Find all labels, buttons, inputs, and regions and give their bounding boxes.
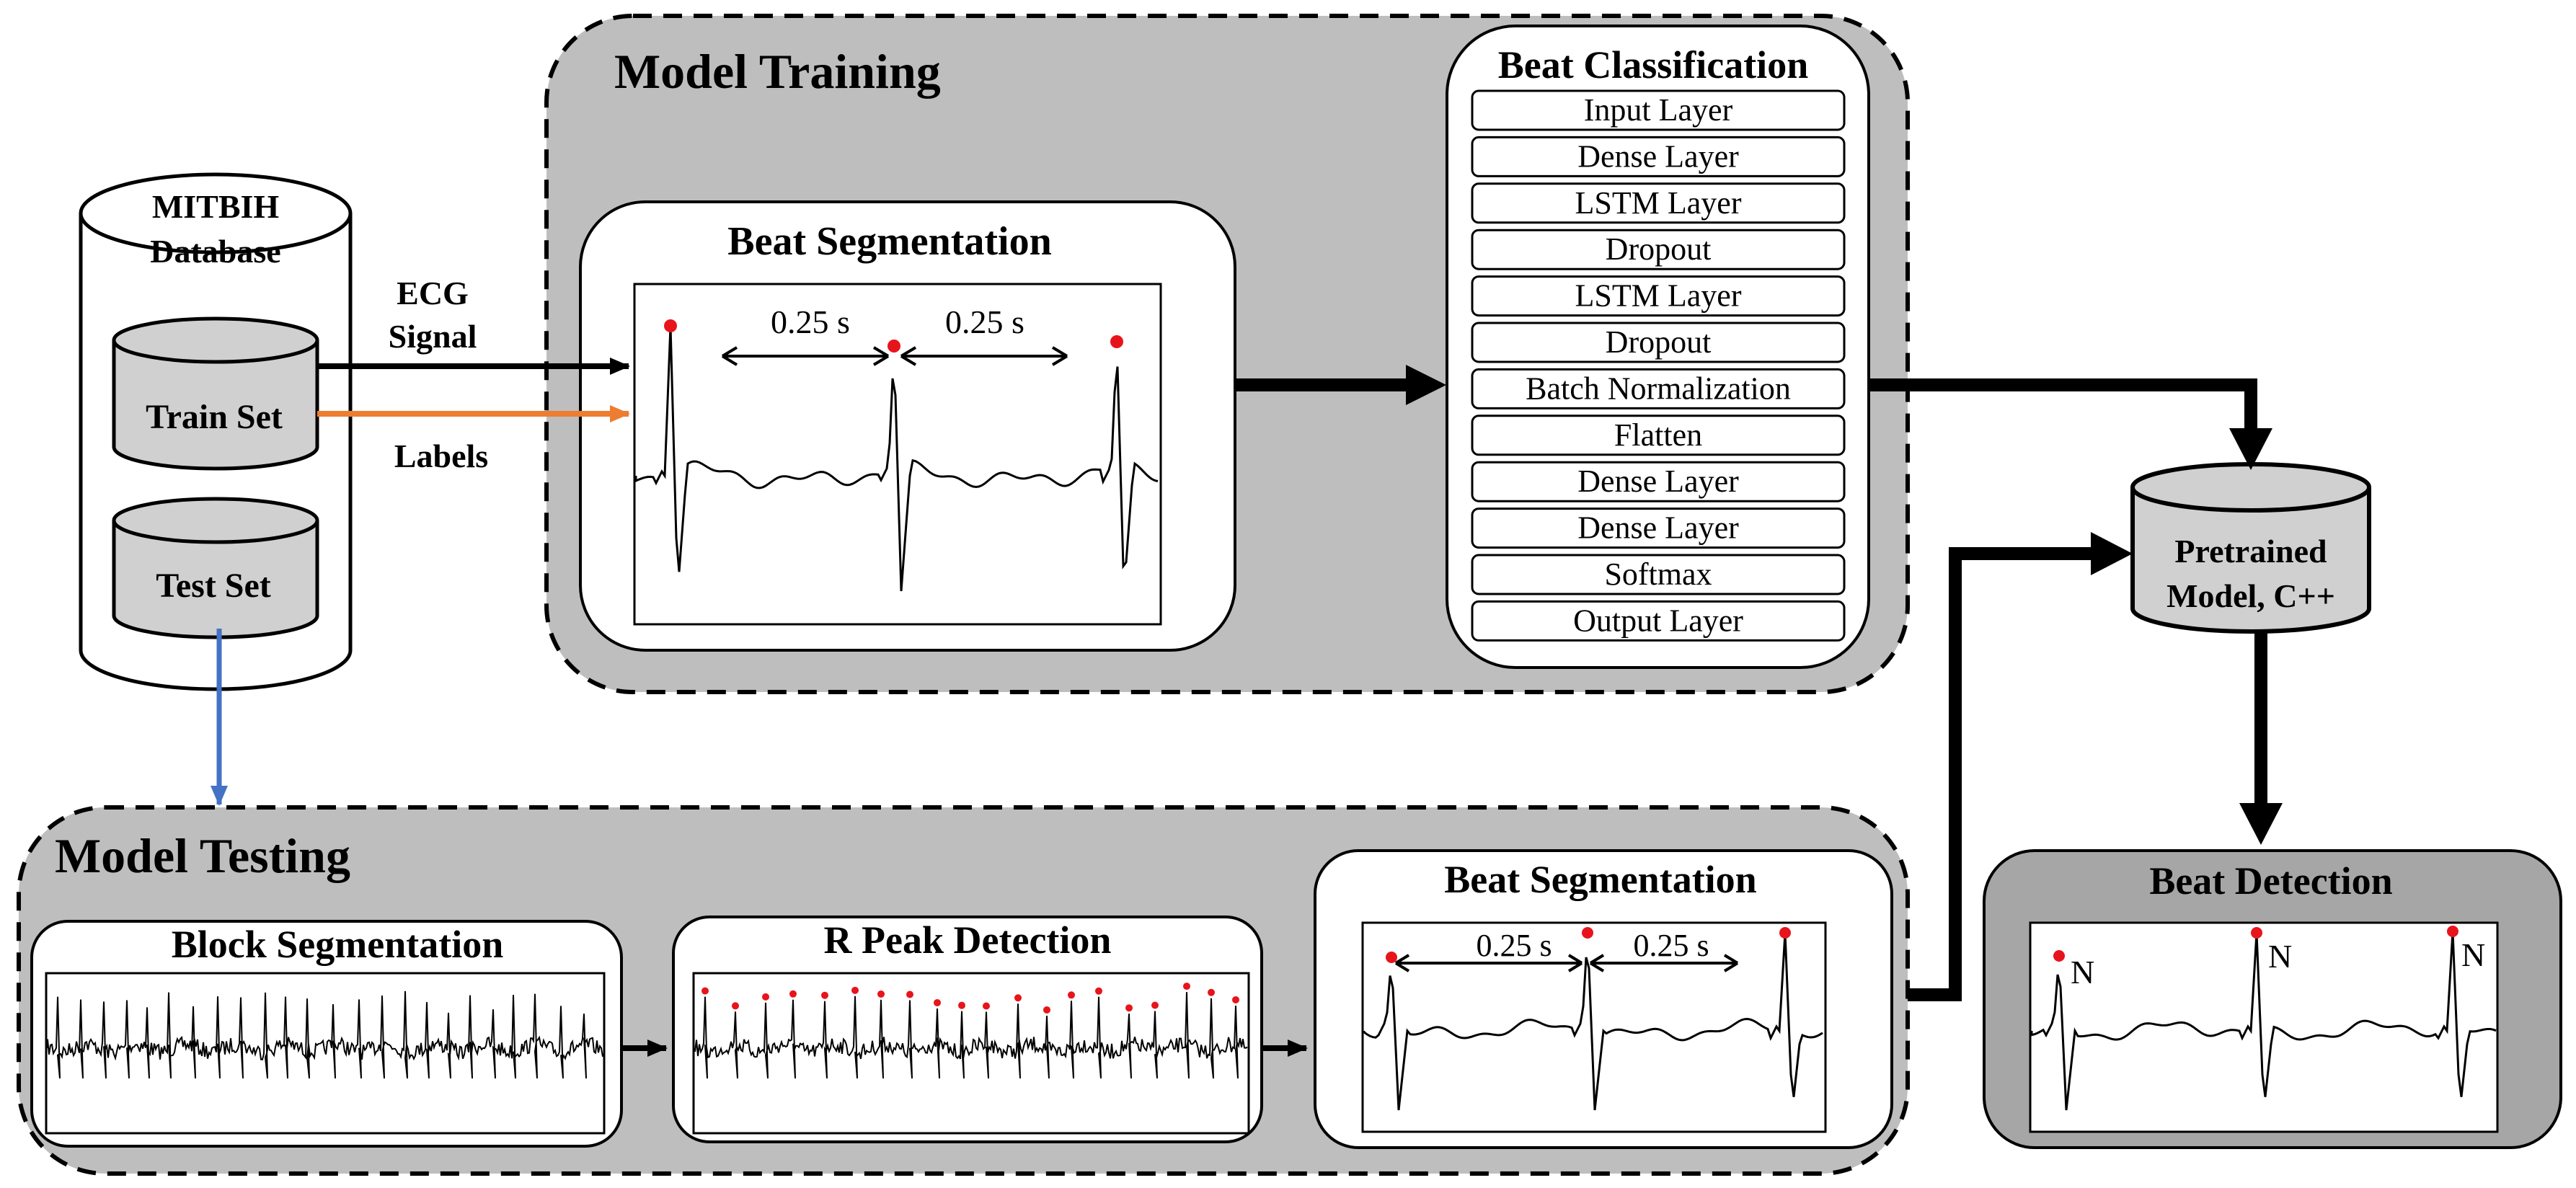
testseg-to-model-arrow [1892,547,2095,1001]
peak-dot [1386,952,1397,963]
layer-box [1471,229,1846,270]
test-beat-seg-title: Beat Segmentation [1444,858,1756,901]
block-seg-waveform [47,990,603,1079]
peak-dot [1151,1001,1159,1009]
peak-dot [877,990,885,998]
layer-label: Softmax [1604,557,1712,592]
peak-dot [1208,988,1215,996]
detection-peak-markers [2053,926,2458,962]
peak-dot [1232,996,1239,1003]
peak-dot [2251,927,2262,939]
block-seg-title: Block Segmentation [172,923,504,966]
labels-label: Labels [394,438,488,474]
database-title-1: MITBIH [152,188,280,225]
ecg-signal-label-1: ECG [397,275,469,311]
train-interval-left-label: 0.25 s [771,303,850,340]
layer-label: Flatten [1614,417,1702,453]
detection-ecg-waveform [2030,931,2497,1111]
train-set-cylinder: Train Set [112,316,319,471]
layer-label: Dropout [1606,231,1712,267]
beat-classification-title: Beat Classification [1498,43,1808,87]
layer-box [1471,461,1846,502]
layer-label: Dense Layer [1577,510,1739,546]
peak-dot [906,990,913,998]
layer-box [1471,600,1846,642]
peak-dot [732,1002,739,1010]
test-interval-left-label: 0.25 s [1476,928,1552,963]
database-title-2: Database [150,233,280,270]
peak-dot [1014,994,1022,1002]
test-set-label: Test Set [156,567,271,605]
peak-dot [1095,987,1102,995]
peak-dot [958,1001,965,1009]
pretrained-label-2: Model, C++ [2166,577,2335,614]
model-training-title: Model Training [614,44,941,99]
peak-dot [1043,1006,1050,1014]
layer-label: Dense Layer [1577,464,1739,499]
peak-dot [1779,927,1791,939]
layer-label: Output Layer [1573,603,1743,638]
layer-label: Dense Layer [1577,138,1739,174]
layer-box [1471,507,1846,549]
peak-dot [701,987,709,995]
rpeak-waveform [694,992,1248,1079]
rpeak-frame [692,972,1250,1135]
peak-dot [934,998,941,1006]
beat-label-2: N [2268,938,2292,975]
peak-dot [888,340,900,353]
pretrained-label-1: Pretrained [2174,533,2327,569]
peak-dot [851,986,859,994]
train-ecg-waveform [634,325,1159,592]
layer-box [1471,415,1846,456]
peak-dot [983,1002,990,1010]
peak-dot [664,319,677,332]
peak-dot [2447,926,2458,937]
peak-dot [1068,991,1075,999]
test-interval-right-label: 0.25 s [1633,928,1709,963]
peak-dot [1110,335,1123,348]
train-set-label: Train Set [146,398,283,436]
pretrained-model-cylinder: Pretrained Model, C++ [2130,462,2371,634]
layer-label: Dropout [1606,324,1712,360]
layer-label: Batch Normalization [1526,371,1791,406]
classify-to-model-arrow [1869,378,2257,433]
layer-box [1471,554,1846,595]
peak-dot [789,990,797,998]
layer-box [1471,182,1846,224]
train-interval-right-label: 0.25 s [945,303,1024,340]
peak-dot [1582,927,1593,939]
test-set-cylinder: Test Set [112,497,319,639]
detection-ecg-frame [2029,921,2499,1133]
beat-label-1: N [2071,954,2094,990]
layer-label: Input Layer [1584,92,1733,128]
layer-box [1471,275,1846,317]
layer-box [1471,368,1846,409]
model-testing-title: Model Testing [55,828,350,883]
rpeak-markers [701,983,1239,1014]
layer-box [1471,322,1846,363]
layer-label: LSTM Layer [1575,278,1742,314]
test-peak-markers [1386,927,1791,963]
peak-dot [2053,950,2065,962]
ecg-signal-label-2: Signal [389,318,477,355]
rpeak-title: R Peak Detection [824,918,1112,962]
peak-dot [762,993,769,1001]
layer-box [1471,89,1846,131]
peak-dot [1183,983,1190,990]
train-beat-seg-title: Beat Segmentation [727,219,1052,264]
test-ecg-waveform [1363,932,1823,1111]
beat-detection-title: Beat Detection [2149,859,2392,903]
layer-label: LSTM Layer [1575,185,1742,221]
layer-box [1471,136,1846,177]
beat-label-3: N [2461,936,2485,973]
peak-dot [821,991,828,999]
train-peak-markers [664,319,1123,353]
peak-dot [1125,1004,1133,1012]
